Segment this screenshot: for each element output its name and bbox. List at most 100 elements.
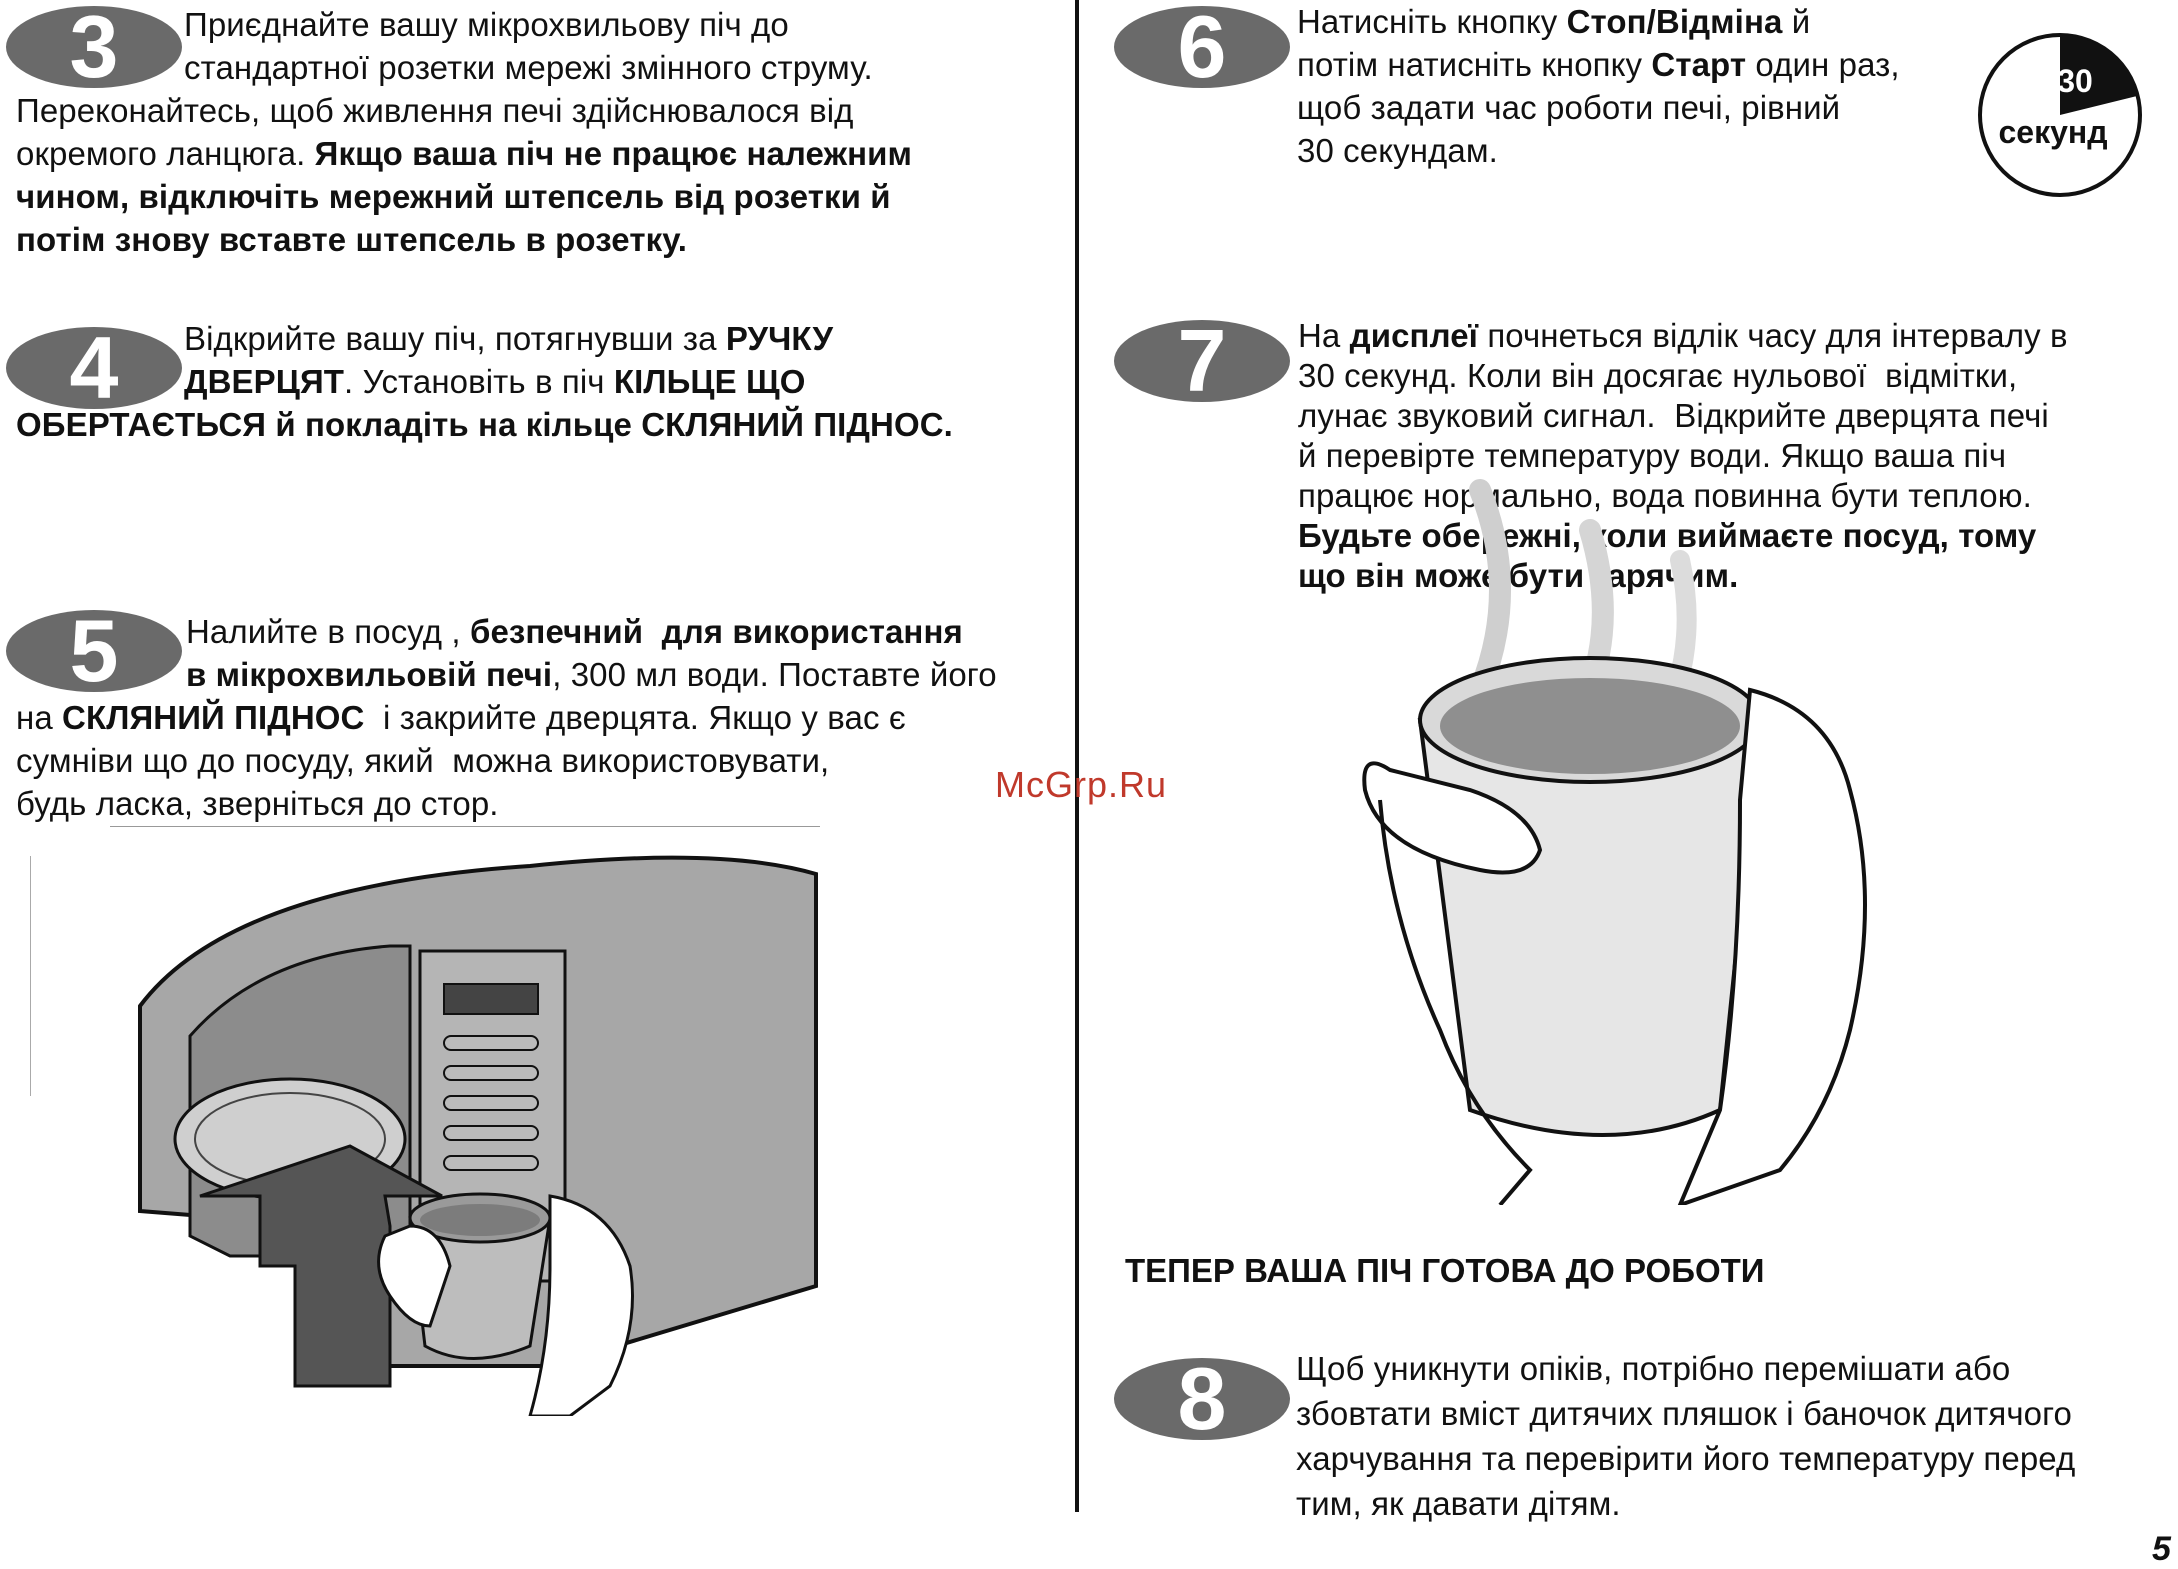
watermark: McGrp.Ru [995,764,1168,805]
step-6-badge: 6 [1112,4,1292,90]
step-8-number: 8 [1178,1356,1227,1442]
step-3-line: потім знову вставте штепсель в розетку. [16,218,1066,261]
text-run: й перевірте температуру води. Якщо ваша … [1298,437,2007,474]
text-run: сумніви що до посуду, який можна викорис… [16,742,830,779]
step-5-line: на СКЛЯНИЙ ПІДНОС і закрийте дверцята. Я… [16,696,1066,739]
timer-30-seconds-icon: 30 секунд [1975,30,2145,200]
text-run: ДВЕРЦЯТ [184,363,345,400]
step-3-line: Приєднайте вашу мікрохвильову піч до [16,3,1066,46]
text-run: дисплеї [1349,317,1479,354]
text-run: і закрийте дверцята. Якщо у вас є [364,699,906,736]
step-3-line: стандартної розетки мережі змінного стру… [16,46,1066,89]
text-run: стандартної розетки мережі змінного стру… [184,49,873,86]
text-run: СКЛЯНИЙ ПІДНОС [62,699,365,736]
text-run: й [1782,3,1811,40]
step-6-number: 6 [1178,4,1227,90]
step-7-line: На дисплеї почнеться відлік часу для інт… [1298,316,2158,356]
text-run: потім натисніть кнопку [1297,46,1652,83]
text-run: окремого ланцюга. [16,135,315,172]
text-run: що він може бути гарячим. [1298,557,1739,594]
step-5-text: Налийте в посуд , безпечний для використ… [16,610,1066,825]
step-7-line: лунає звуковий сигнал. Відкрийте дверцят… [1298,396,2158,436]
timer-value: 30 [2057,63,2093,99]
step-8-line: збовтати вміст дитячих пляшок і баночок … [1296,1391,2166,1436]
text-run: Переконайтесь, щоб живлення печі здійсню… [16,92,854,129]
text-run: ОБЕРТАЄТЬСЯ й покладіть на кільце СКЛЯНИ… [16,406,953,443]
text-run: будь ласка, зверніться до стор. [16,785,499,822]
step-4-badge: 4 [4,325,184,411]
step-7-line: й перевірте температуру води. Якщо ваша … [1298,436,2158,476]
step-3-line: Переконайтесь, щоб живлення печі здійсню… [16,89,1066,132]
step-4-line: ДВЕРЦЯТ. Установіть в піч КІЛЬЦЕ ЩО [16,360,1066,403]
step-8-badge: 8 [1112,1356,1292,1442]
text-run: почнеться відлік часу для інтервалу в [1478,317,2068,354]
ready-heading: ТЕПЕР ВАША ПІЧ ГОТОВА ДО РОБОТИ [1125,1252,1765,1289]
step-3-badge: 3 [4,4,184,90]
step-8-text: Щоб уникнути опіків, потрібно перемішати… [1296,1346,2166,1526]
text-run: чином, відключіть мережний штепсель від … [16,178,891,215]
step-8-line: харчування та перевірити його температур… [1296,1436,2166,1481]
step-3-text: Приєднайте вашу мікрохвильову піч до ста… [16,3,1066,261]
text-run: лунає звуковий сигнал. Відкрийте дверцят… [1298,397,2049,434]
text-run: , 300 мл води. Поставте його [552,656,997,693]
step-5-badge: 5 [4,608,184,694]
step-6-line: 30 секундам. [1297,129,1977,172]
text-run: потім знову вставте штепсель в розетку. [16,221,688,258]
text-run: Якщо ваша піч не працює належним [314,135,913,172]
step-7-number: 7 [1178,318,1227,404]
step-4-line: ОБЕРТАЄТЬСЯ й покладіть на кільце СКЛЯНИ… [16,403,1066,446]
text-run: один раз, [1746,46,1900,83]
text-run: Приєднайте вашу мікрохвильову піч до [184,6,789,43]
step-7-line: що він може бути гарячим. [1298,556,2158,596]
step-5-line: сумніви що до посуду, який можна викорис… [16,739,1066,782]
text-run: щоб задати час роботи печі, рівний [1297,89,1841,126]
text-run: Старт [1651,46,1747,83]
cup-in-hand-illustration [1360,470,1900,1205]
step-7-badge: 7 [1112,318,1292,404]
text-run: працює нормально, вода повинна бути тепл… [1298,477,2032,514]
text-run: Стоп/Відміна [1566,3,1783,40]
page-number: 5 [2152,1530,2171,1568]
text-run: РУЧКУ [725,320,834,357]
step-6-line: щоб задати час роботи печі, рівний [1297,86,1977,129]
oven-illustration [30,826,830,1416]
step-7-line: 30 секунд. Коли він досягає нульової від… [1298,356,2158,396]
text-run: На [1298,317,1350,354]
text-run: Будьте обережні, коли виймаєте посуд, то… [1298,517,2037,554]
text-run: . Установіть в піч [344,363,614,400]
text-run: харчування та перевірити його температур… [1296,1440,2076,1477]
step-6-line: Натисніть кнопку Стоп/Відміна й [1297,0,1977,43]
text-run: 30 секунд. Коли він досягає нульової від… [1298,357,2018,394]
step-3-line: чином, відключіть мережний штепсель від … [16,175,1066,218]
step-3-number: 3 [70,4,119,90]
step-3-line: окремого ланцюга. Якщо ваша піч не працю… [16,132,1066,175]
text-run: Натисніть кнопку [1297,3,1567,40]
step-8-line: Щоб уникнути опіків, потрібно перемішати… [1296,1346,2166,1391]
text-run: 30 секундам. [1297,132,1498,169]
text-run: на [16,699,63,736]
text-run: тим, як давати дітям. [1296,1485,1621,1522]
text-run: КІЛЬЦЕ ЩО [613,363,806,400]
step-7-text: На дисплеї почнеться відлік часу для інт… [1298,316,2158,596]
step-5-line: Налийте в посуд , безпечний для використ… [16,610,1066,653]
timer-unit: секунд [1998,114,2107,150]
step-5-number: 5 [70,608,119,694]
step-4-number: 4 [70,325,119,411]
step-7-line: працює нормально, вода повинна бути тепл… [1298,476,2158,516]
step-5-line: будь ласка, зверніться до стор. [16,782,1066,825]
text-run: Щоб уникнути опіків, потрібно перемішати… [1296,1350,2011,1387]
text-run: збовтати вміст дитячих пляшок і баночок … [1296,1395,2072,1432]
text-run: безпечний для використання [469,613,963,650]
step-5-line: в мікрохвильовій печі, 300 мл води. Пост… [16,653,1066,696]
step-4-line: Відкрийте вашу піч, потягнувши за РУЧКУ [16,317,1066,360]
text-run: Відкрийте вашу піч, потягнувши за [184,320,726,357]
step-6-line: потім натисніть кнопку Старт один раз, [1297,43,1977,86]
step-6-text: Натисніть кнопку Стоп/Відміна й потім на… [1297,0,1977,172]
step-8-line: тим, як давати дітям. [1296,1481,2166,1526]
step-7-line: Будьте обережні, коли виймаєте посуд, то… [1298,516,2158,556]
step-4-text: Відкрийте вашу піч, потягнувши за РУЧКУ … [16,317,1066,446]
text-run: в мікрохвильовій печі [186,656,553,693]
column-divider [1075,0,1079,1512]
text-run: Налийте в посуд , [186,613,470,650]
